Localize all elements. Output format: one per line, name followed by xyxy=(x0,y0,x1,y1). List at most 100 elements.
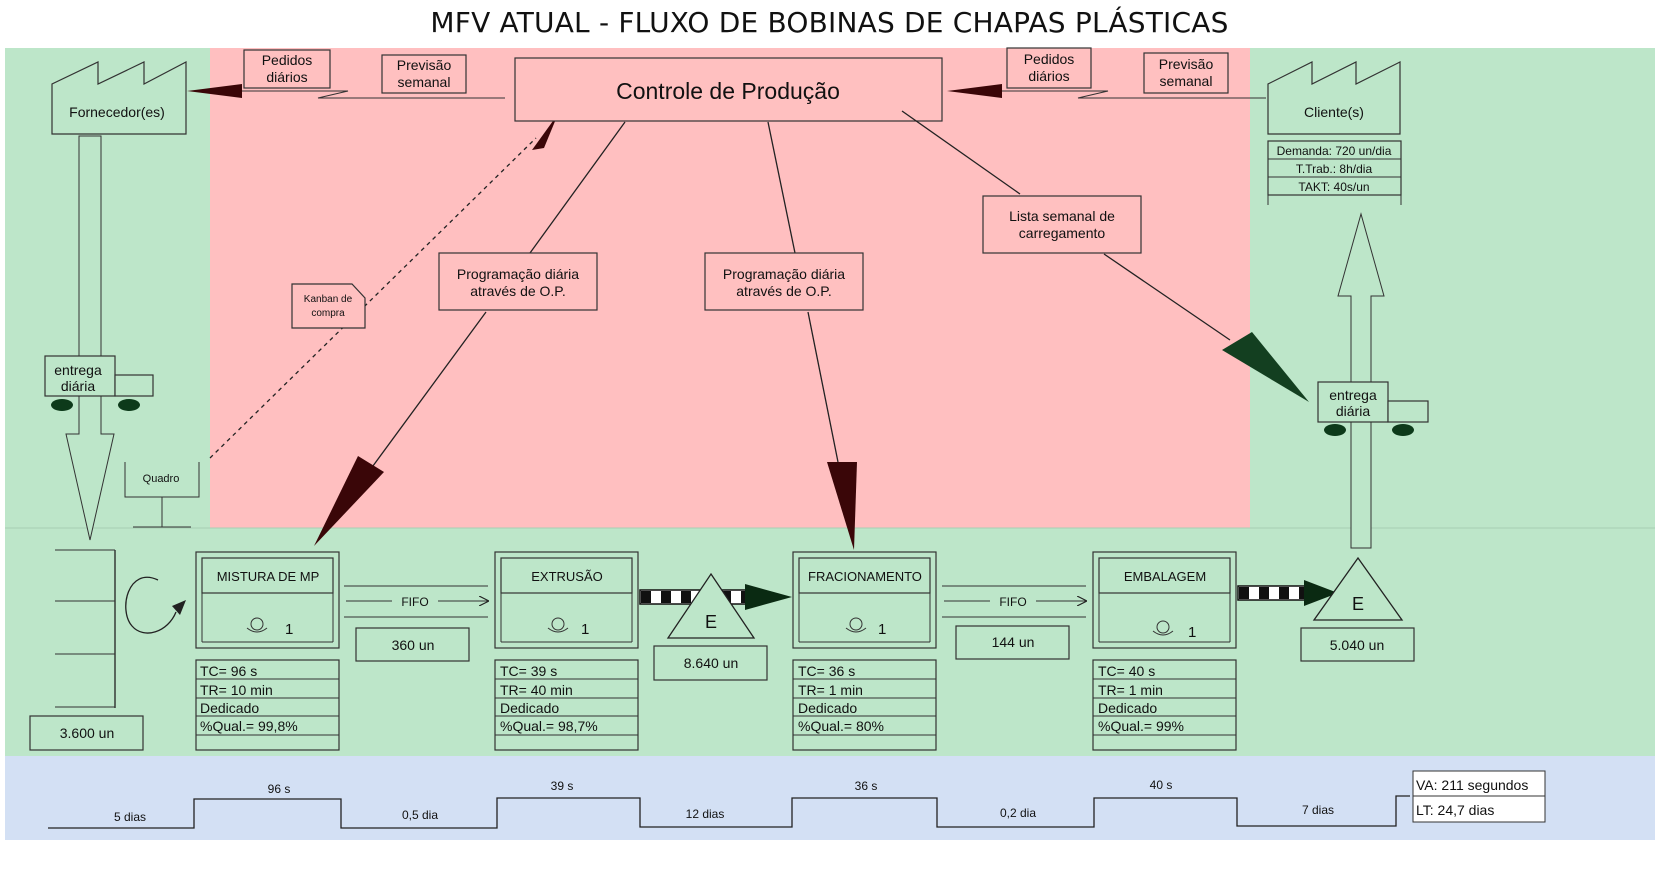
customer-label: Cliente(s) xyxy=(1304,104,1364,120)
splitting-dedicated: Dedicado xyxy=(798,700,857,716)
schedule-arrow-1 xyxy=(314,456,384,546)
mixing-quality: %Qual.= 99,8% xyxy=(200,718,298,734)
forecast-right-label-2: semanal xyxy=(1160,73,1213,89)
operator-icon xyxy=(547,617,569,633)
process-time-3: 36 s xyxy=(855,779,878,793)
process-packing-operators: 1 xyxy=(1188,624,1196,641)
wait-time-5: 7 dias xyxy=(1302,803,1334,817)
process-extrusion-name: EXTRUSÃO xyxy=(531,569,603,584)
process-extrusion-operators: 1 xyxy=(581,621,589,638)
mixing-dedicated: Dedicado xyxy=(200,700,259,716)
truck-right-label-2: diária xyxy=(1336,403,1370,419)
customer-data-box: Demanda: 720 un/dia T.Trab.: 8h/dia TAKT… xyxy=(1267,140,1402,205)
customer-takt: TAKT: 40s/un xyxy=(1298,180,1369,194)
fifo-1-qty-box xyxy=(355,627,470,662)
process-mixing-name: MISTURA DE MP xyxy=(217,569,320,584)
schedule-2-label-1: Programação diária xyxy=(723,266,845,282)
stock-1-qty-box xyxy=(653,645,768,681)
orders-left-label-1: Pedidos xyxy=(262,52,313,68)
fifo-1-label: FIFO xyxy=(401,595,428,609)
stock-2-qty: 5.040 un xyxy=(1330,637,1385,653)
extrusion-setup-time: TR= 40 min xyxy=(500,682,573,698)
packing-cycle-time: TC= 40 s xyxy=(1098,663,1155,679)
schedule-arrow-2 xyxy=(827,462,857,550)
orders-right-box: Pedidos diários xyxy=(1006,47,1092,89)
process-mixing-operators: 1 xyxy=(285,621,293,638)
customer-shipment-arrow xyxy=(1337,212,1385,549)
orders-left-box: Pedidos diários xyxy=(243,49,331,89)
forecast-right-label-1: Previsão xyxy=(1159,56,1214,72)
process-splitting-name: FRACIONAMENTO xyxy=(808,569,922,584)
timeline-ladder xyxy=(48,795,1410,829)
process-box-mixing: MISTURA DE MP 1 xyxy=(195,551,340,649)
push-arrow-2 xyxy=(1237,580,1338,606)
fifo-lane-1: FIFO xyxy=(344,585,488,618)
supplier-factory-icon: Fornecedor(es) xyxy=(51,61,187,135)
raw-inventory-qty: 3.600 un xyxy=(60,725,115,741)
fifo-2-label: FIFO xyxy=(999,595,1026,609)
wait-time-2: 0,5 dia xyxy=(402,808,438,822)
loading-list-label-2: carregamento xyxy=(1019,225,1106,241)
data-box-splitting: TC= 36 s TR= 1 min Dedicado %Qual.= 80% xyxy=(792,659,937,751)
stock-2-qty-box xyxy=(1300,627,1415,662)
fifo-1-qty: 360 un xyxy=(392,637,435,653)
page-title: MFV ATUAL - FLUXO DE BOBINAS DE CHAPAS P… xyxy=(430,6,1229,39)
lead-time: LT: 24,7 dias xyxy=(1416,802,1494,818)
loading-arrow xyxy=(1222,332,1309,402)
packing-setup-time: TR= 1 min xyxy=(1098,682,1163,698)
supplier-shipment-arrow xyxy=(65,135,115,541)
forecast-right-box: Previsão semanal xyxy=(1143,52,1229,94)
splitting-setup-time: TR= 1 min xyxy=(798,682,863,698)
truck-right-label-1: entrega xyxy=(1329,387,1377,403)
orders-right-label-1: Pedidos xyxy=(1024,51,1075,67)
kanban-label-1: Kanban de xyxy=(304,294,353,305)
schedule-box-1: Programação diária através de O.P. xyxy=(438,252,598,311)
raw-material-shelf-icon xyxy=(55,549,116,708)
truck-left-label-2: diária xyxy=(61,378,95,394)
packing-dedicated: Dedicado xyxy=(1098,700,1157,716)
wait-time-1: 5 dias xyxy=(114,810,146,824)
extrusion-cycle-time: TC= 39 s xyxy=(500,663,557,679)
kanban-card: Kanban de compra xyxy=(291,283,366,329)
process-splitting-operators: 1 xyxy=(878,621,886,638)
value-added-time: VA: 211 segundos xyxy=(1416,777,1528,793)
supplier-label: Fornecedor(es) xyxy=(69,104,165,120)
process-time-2: 39 s xyxy=(551,779,574,793)
forecast-left-box: Previsão semanal xyxy=(381,54,467,94)
loading-list-box: Lista semanal de carregamento xyxy=(982,195,1142,254)
schedule-1-label-2: através de O.P. xyxy=(470,283,565,299)
truck-right-icon: entrega diária xyxy=(1317,381,1429,436)
packing-quality: %Qual.= 99% xyxy=(1098,718,1184,734)
stock-2-label: E xyxy=(1352,594,1364,614)
wait-time-4: 0,2 dia xyxy=(1000,806,1036,820)
schedule-2-label-2: através de O.P. xyxy=(736,283,831,299)
extrusion-quality: %Qual.= 98,7% xyxy=(500,718,598,734)
truck-left-label-1: entrega xyxy=(54,362,102,378)
stock-triangle-2: E xyxy=(1312,556,1404,621)
timeline-summary-box: VA: 211 segundos LT: 24,7 dias xyxy=(1412,770,1546,823)
splitting-quality: %Qual.= 80% xyxy=(798,718,884,734)
data-box-packing: TC= 40 s TR= 1 min Dedicado %Qual.= 99% xyxy=(1092,659,1237,751)
stock-1-qty: 8.640 un xyxy=(684,655,739,671)
stock-1-label: E xyxy=(705,612,717,632)
process-box-packing: EMBALAGEM 1 xyxy=(1092,551,1237,649)
production-control-box: Controle de Produção xyxy=(514,57,943,122)
process-time-4: 40 s xyxy=(1150,778,1173,792)
stock-triangle-1: E xyxy=(666,572,756,639)
fifo-2-qty-box xyxy=(955,625,1070,660)
data-box-mixing: TC= 96 s TR= 10 min Dedicado %Qual.= 99,… xyxy=(195,659,340,751)
orders-left-label-2: diários xyxy=(266,69,307,85)
mixing-cycle-time: TC= 96 s xyxy=(200,663,257,679)
schedule-1-label-1: Programação diária xyxy=(457,266,579,282)
schedule-box-2: Programação diária através de O.P. xyxy=(704,252,864,311)
kanban-label-2: compra xyxy=(311,308,345,319)
forecast-left-label-2: semanal xyxy=(398,74,451,90)
board-label: Quadro xyxy=(143,473,180,485)
customer-work-time: T.Trab.: 8h/dia xyxy=(1296,162,1373,176)
splitting-cycle-time: TC= 36 s xyxy=(798,663,855,679)
wait-time-3: 12 dias xyxy=(686,807,725,821)
raw-inventory-box xyxy=(29,715,144,751)
board-icon: Quadro xyxy=(124,462,200,528)
process-time-1: 96 s xyxy=(268,782,291,796)
